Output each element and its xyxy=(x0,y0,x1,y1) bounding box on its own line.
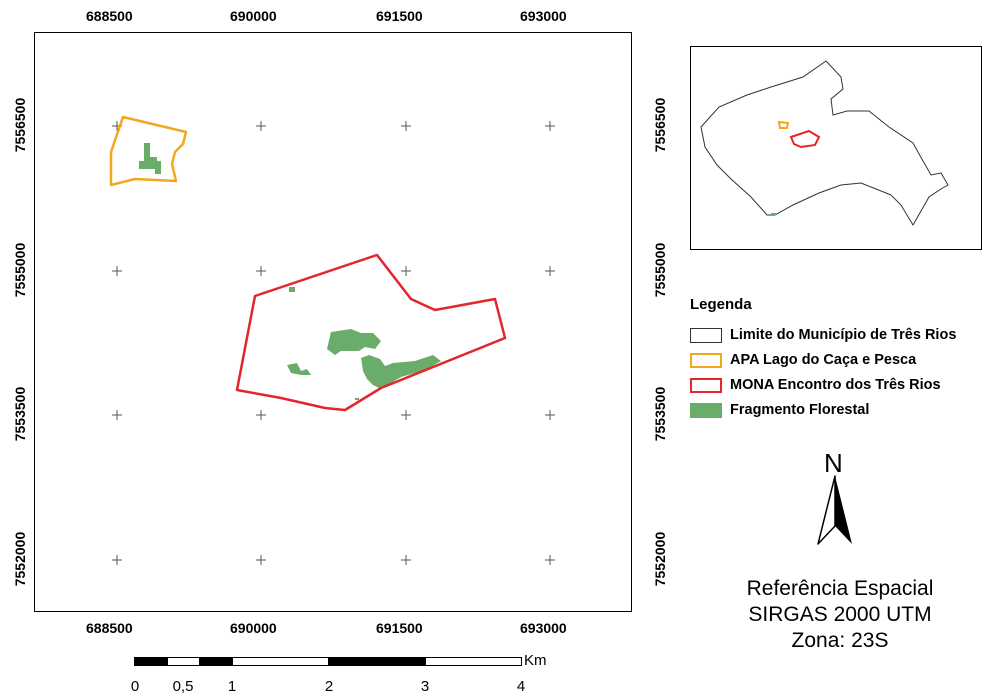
scale-label-0-5: 0,5 xyxy=(172,678,194,695)
municipality-boundary xyxy=(700,60,949,226)
x-tick-top-688500: 688500 xyxy=(86,8,133,24)
grid-crosses xyxy=(112,121,555,565)
y-tick-right-7555000: 7555000 xyxy=(652,242,668,298)
grid-cross xyxy=(112,121,555,131)
y-tick-right-7553500: 7553500 xyxy=(652,386,668,442)
legend-label-forest: Fragmento Florestal xyxy=(730,402,870,418)
legend-title: Legenda xyxy=(690,296,752,313)
y-tick-left-7553500: 7553500 xyxy=(12,386,28,442)
forest-fragment xyxy=(155,169,161,174)
forest-fragment xyxy=(327,329,381,355)
legend-swatch-forest xyxy=(690,402,722,418)
x-tick-bottom-693000: 693000 xyxy=(520,620,567,636)
forest-fragment xyxy=(149,157,157,163)
scale-unit: Km xyxy=(524,652,547,669)
forest-fragment xyxy=(139,161,161,169)
reference-line-1: Referência Espacial xyxy=(746,577,934,600)
reference-line-2: SIRGAS 2000 UTM xyxy=(748,603,932,626)
forest-fragment xyxy=(355,398,359,400)
forest-fragment xyxy=(361,355,441,389)
legend-label-mona: MONA Encontro dos Três Rios xyxy=(730,377,941,393)
inset-forest xyxy=(771,213,777,215)
apa-boundary xyxy=(109,115,188,187)
scale-label-3: 3 xyxy=(420,678,430,695)
legend-swatch-apa xyxy=(690,352,722,368)
scale-segment xyxy=(328,657,426,666)
y-tick-right-7552000: 7552000 xyxy=(652,531,668,587)
forest-fragments-mona xyxy=(287,287,441,400)
grid-cross xyxy=(112,555,555,565)
legend-item-mona: MONA Encontro dos Três Rios xyxy=(690,375,941,395)
legend-swatch-mona xyxy=(690,377,722,393)
legend-label-municipality: Limite do Município de Três Rios xyxy=(730,327,957,343)
x-tick-top-693000: 693000 xyxy=(520,8,567,24)
mona-boundary xyxy=(235,253,507,412)
inset-map-svg xyxy=(700,60,949,226)
forest-fragment xyxy=(287,363,311,375)
y-tick-left-7556500: 7556500 xyxy=(12,97,28,153)
scale-label-1: 1 xyxy=(227,678,237,695)
x-tick-bottom-691500: 691500 xyxy=(376,620,423,636)
legend-item-apa: APA Lago do Caça e Pesca xyxy=(690,350,916,370)
main-map-svg xyxy=(109,115,555,565)
scale-segment xyxy=(232,657,329,666)
scale-segment xyxy=(167,657,200,666)
grid-cross xyxy=(112,410,555,420)
forest-fragment xyxy=(144,143,150,163)
north-arrow-label: N xyxy=(824,448,843,478)
scale-segment xyxy=(199,657,233,666)
grid-cross xyxy=(112,266,555,276)
main-map[interactable] xyxy=(34,32,632,612)
inset-map[interactable] xyxy=(690,46,982,250)
x-tick-bottom-688500: 688500 xyxy=(86,620,133,636)
y-tick-right-7556500: 7556500 xyxy=(652,97,668,153)
scale-segment xyxy=(134,657,168,666)
scale-label-0: 0 xyxy=(130,678,140,695)
y-tick-left-7555000: 7555000 xyxy=(12,242,28,298)
inset-apa xyxy=(777,120,790,129)
legend-item-municipality: Limite do Município de Três Rios xyxy=(690,325,956,345)
scale-segment xyxy=(425,657,522,666)
x-tick-bottom-690000: 690000 xyxy=(230,620,277,636)
scale-label-4: 4 xyxy=(516,678,526,695)
inset-mona xyxy=(789,129,821,149)
scale-label-2: 2 xyxy=(324,678,334,695)
legend-label-apa: APA Lago do Caça e Pesca xyxy=(730,352,917,368)
legend-swatch-municipality xyxy=(690,327,722,343)
y-tick-left-7552000: 7552000 xyxy=(12,531,28,587)
forest-fragments-apa xyxy=(139,143,161,174)
x-tick-top-691500: 691500 xyxy=(376,8,423,24)
north-arrow-icon xyxy=(817,475,852,545)
reference-line-3: Zona: 23S xyxy=(791,629,889,652)
x-tick-top-690000: 690000 xyxy=(230,8,277,24)
scale-bar xyxy=(134,657,522,666)
forest-fragment xyxy=(289,287,295,292)
legend-item-forest: Fragmento Florestal xyxy=(690,400,869,420)
